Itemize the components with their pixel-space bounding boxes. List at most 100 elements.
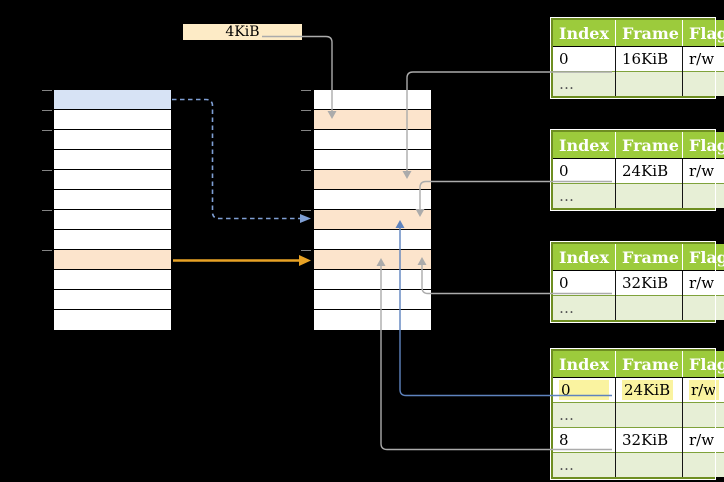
page-table-2: IndexFrameFlags024KiBr/w… bbox=[550, 129, 724, 211]
memory-cell-white bbox=[54, 130, 171, 150]
cell: r/w bbox=[682, 46, 724, 72]
cell: 8 bbox=[553, 427, 616, 453]
cell bbox=[682, 71, 724, 96]
memory-cell-orange bbox=[314, 210, 431, 230]
memory-cell-white bbox=[314, 190, 431, 210]
page-table-grid: IndexFrameFlags 0 24KiB r/w …832KiBr/w… bbox=[553, 351, 724, 477]
cell: … bbox=[553, 452, 616, 477]
highlighted-value: 0 bbox=[559, 380, 609, 400]
address-tick bbox=[301, 110, 311, 111]
column-header-flags: Flags bbox=[682, 244, 724, 271]
address-tick bbox=[301, 90, 311, 91]
memory-cell-white bbox=[314, 90, 431, 110]
cell bbox=[615, 295, 683, 320]
table-row: … bbox=[553, 183, 724, 208]
column-header-flags: Flags bbox=[682, 351, 724, 378]
memory-cell-white bbox=[54, 270, 171, 290]
column-header-index: Index bbox=[553, 244, 616, 271]
cell bbox=[682, 295, 724, 320]
cell: 24KiB bbox=[615, 377, 683, 403]
physical-memory-column bbox=[313, 89, 432, 331]
table-row: 0 24KiB r/w bbox=[553, 377, 724, 403]
memory-cell-white bbox=[314, 290, 431, 310]
address-tick bbox=[301, 130, 311, 131]
memory-cell-white bbox=[54, 170, 171, 190]
column-header-flags: Flags bbox=[682, 132, 724, 159]
column-header-frame: Frame bbox=[615, 351, 683, 378]
memory-cell-orange bbox=[54, 250, 171, 270]
address-tick bbox=[42, 90, 52, 91]
table-row: … bbox=[553, 71, 724, 96]
cell: 32KiB bbox=[615, 427, 683, 453]
cell: … bbox=[553, 402, 616, 428]
address-tick bbox=[42, 210, 52, 211]
cell bbox=[682, 452, 724, 477]
memory-cell-white bbox=[314, 130, 431, 150]
table-row: … bbox=[553, 402, 724, 428]
memory-cell-white bbox=[314, 230, 431, 250]
cell: 0 bbox=[553, 158, 616, 184]
table-row: … bbox=[553, 452, 724, 477]
page-table-4: IndexFrameFlags 0 24KiB r/w …832KiBr/w… bbox=[550, 348, 724, 480]
highlighted-value: 24KiB bbox=[622, 380, 674, 400]
address-tick bbox=[42, 130, 52, 131]
address-tick bbox=[42, 110, 52, 111]
memory-cell-white bbox=[314, 310, 431, 330]
cell: … bbox=[553, 183, 616, 208]
memory-cell-white bbox=[54, 290, 171, 310]
cell bbox=[682, 402, 724, 428]
page-table-grid: IndexFrameFlags024KiBr/w… bbox=[553, 132, 724, 208]
arrow-virtual1-to-frame7 bbox=[172, 98, 300, 220]
memory-cell-white bbox=[314, 270, 431, 290]
address-tick bbox=[42, 170, 52, 171]
page-table-3: IndexFrameFlags032KiBr/w… bbox=[550, 241, 724, 323]
column-header-index: Index bbox=[553, 351, 616, 378]
column-header-frame: Frame bbox=[615, 244, 683, 271]
cell bbox=[615, 183, 683, 208]
column-header-index: Index bbox=[553, 132, 616, 159]
column-header-index: Index bbox=[553, 20, 616, 47]
page-table-grid: IndexFrameFlags016KiBr/w… bbox=[553, 20, 724, 96]
memory-cell-blue bbox=[54, 90, 171, 110]
cell: 0 bbox=[553, 270, 616, 296]
cell: 0 bbox=[553, 46, 616, 72]
memory-cell-orange bbox=[314, 110, 431, 130]
memory-cell-white bbox=[314, 150, 431, 170]
memory-cell-white bbox=[54, 310, 171, 330]
memory-cell-white bbox=[54, 210, 171, 230]
address-tick bbox=[301, 170, 311, 171]
arrowhead-right-icon bbox=[299, 255, 311, 266]
table-row: … bbox=[553, 295, 724, 320]
memory-cell-white bbox=[54, 230, 171, 250]
address-tick bbox=[42, 250, 52, 251]
memory-cell-white bbox=[54, 190, 171, 210]
cell: 32KiB bbox=[615, 270, 683, 296]
cell: 24KiB bbox=[615, 158, 683, 184]
page-table-1: IndexFrameFlags016KiBr/w… bbox=[550, 17, 724, 99]
highlighted-value: r/w bbox=[689, 380, 720, 400]
page-size-box: 4KiB bbox=[183, 24, 302, 40]
column-header-flags: Flags bbox=[682, 20, 724, 47]
cell bbox=[615, 452, 683, 477]
cell: r/w bbox=[682, 158, 724, 184]
page-size-label: 4KiB bbox=[225, 24, 260, 40]
cell bbox=[615, 71, 683, 96]
memory-cell-orange bbox=[314, 170, 431, 190]
memory-cell-white bbox=[54, 110, 171, 130]
arrowhead-right-icon bbox=[300, 214, 311, 223]
address-tick bbox=[301, 210, 311, 211]
cell bbox=[615, 402, 683, 428]
address-tick bbox=[301, 250, 311, 251]
memory-cell-orange bbox=[314, 250, 431, 270]
cell: … bbox=[553, 295, 616, 320]
virtual-memory-column bbox=[53, 89, 172, 331]
column-header-frame: Frame bbox=[615, 132, 683, 159]
column-header-frame: Frame bbox=[615, 20, 683, 47]
cell bbox=[682, 183, 724, 208]
memory-cell-white bbox=[54, 150, 171, 170]
